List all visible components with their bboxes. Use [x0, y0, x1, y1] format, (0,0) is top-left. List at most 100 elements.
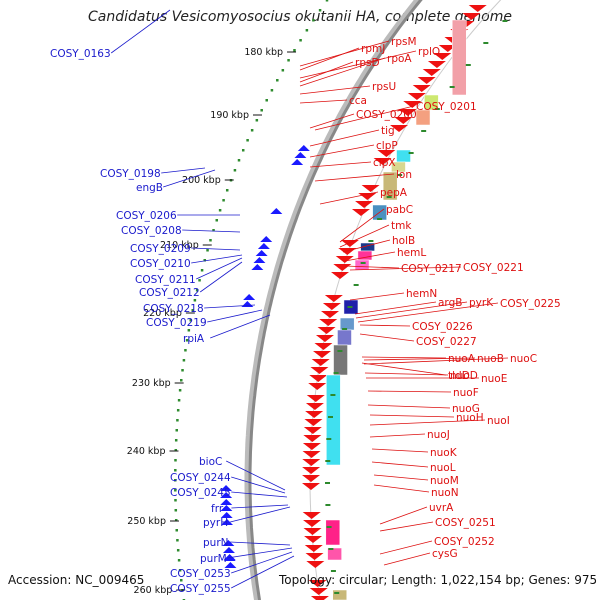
reverse-gene-arrow: [304, 536, 323, 543]
outer-tick-dash: [502, 20, 508, 22]
forward-gene-arrow: [222, 547, 235, 553]
gene-label-cosy-0253: COSY_0253: [170, 568, 231, 580]
gene-label-cosy-0251: COSY_0251: [435, 517, 496, 529]
reverse-gene-arrow: [302, 483, 321, 490]
reverse-gene-arrow: [309, 588, 328, 595]
tick-dot: [198, 279, 201, 282]
tick-label-250-kbp: 250 kbp: [127, 516, 166, 527]
reverse-gene-arrow: [412, 85, 431, 92]
leader-line: [182, 229, 241, 233]
gene-label-heml: hemL: [397, 247, 426, 259]
gene-label-cosy-0210: COSY_0210: [130, 258, 191, 270]
label-layer: COSY_0163COSY_0198engBCOSY_0206COSY_0208…: [50, 36, 561, 595]
leader-line: [199, 261, 243, 293]
tick-dot: [222, 199, 225, 202]
leader-line: [110, 9, 171, 54]
gene-label-nuoj: nuoJ: [427, 429, 450, 441]
tick-dot: [174, 449, 178, 452]
tick-dot: [175, 529, 178, 532]
gene-label-nuom: nuoM: [430, 475, 459, 487]
leader-line: [369, 433, 426, 438]
gene-label-rpsd: rpsD: [355, 57, 380, 69]
leader-line: [226, 460, 286, 491]
forward-gene-arrow: [294, 152, 307, 158]
tick-dot: [265, 99, 268, 102]
forward-gene-arrow: [224, 562, 237, 568]
reverse-gene-arrow: [403, 101, 422, 108]
tick-dot: [178, 569, 182, 572]
outer-tick-dash: [325, 482, 331, 484]
tick-dot: [180, 579, 183, 582]
tick-label-230-kbp: 230 kbp: [132, 378, 171, 389]
reverse-gene-arrow: [319, 319, 338, 326]
leader-line: [161, 167, 206, 174]
backbone-arc: [248, 0, 423, 600]
leader-line: [196, 257, 243, 280]
gene-label-purm: purM: [200, 553, 227, 565]
gene-label-nuob: nuoB: [477, 353, 504, 365]
leader-line: [309, 113, 355, 129]
reverse-gene-arrow: [304, 545, 323, 552]
cog-category-box: [332, 589, 348, 600]
leader-line: [344, 251, 396, 262]
tick-dot: [299, 39, 302, 42]
reverse-gene-arrow: [305, 411, 324, 418]
gene-label-hemn: hemN: [406, 288, 437, 300]
tick-label-220-kbp: 220 kbp: [143, 308, 182, 319]
reverse-gene-arrow: [390, 125, 409, 132]
tick-dot: [189, 319, 192, 322]
leader-line: [299, 47, 360, 71]
gene-label-cosy-0212: COSY_0212: [139, 287, 200, 299]
cog-category-box: [325, 519, 341, 546]
leader-line: [359, 324, 411, 327]
backbone-shadow: [244, 0, 421, 600]
forward-gene-arrow: [291, 159, 304, 165]
gene-label-frr: frr: [211, 503, 224, 515]
tick-dot: [176, 419, 179, 422]
tick-dot: [182, 359, 186, 362]
forward-gene-arrow: [243, 294, 256, 300]
cog-category-box: [327, 547, 342, 561]
forward-gene-arrow: [255, 250, 268, 256]
outer-tick-dash: [342, 328, 348, 330]
forward-gene-arrow: [297, 145, 310, 151]
reverse-gene-arrow: [303, 520, 322, 527]
gene-label-cca: cca: [349, 95, 367, 107]
tick-dot: [175, 429, 178, 432]
gene-label-pyrk: pyrK: [469, 297, 494, 309]
reverse-gene-arrow: [422, 69, 441, 76]
leader-line: [319, 191, 379, 205]
outer-tick-dash: [347, 306, 353, 308]
leader-line: [363, 357, 476, 361]
outer-tick-dash: [465, 64, 471, 66]
gene-label-cosy-0209: COSY_0209: [130, 243, 191, 255]
gene-label-pepa: pepA: [380, 187, 408, 199]
tick-dot: [177, 559, 181, 562]
gene-label-nuoi: nuoI: [487, 415, 510, 427]
gene-label-cosy-0219: COSY_0219: [146, 317, 207, 329]
reverse-gene-arrow: [302, 459, 321, 466]
leader-line: [231, 551, 293, 574]
tick-label-240-kbp: 240 kbp: [127, 446, 166, 457]
leader-line: [371, 461, 429, 468]
outer-tick-dash: [449, 86, 455, 88]
leader-line: [363, 357, 509, 365]
gene-label-nuoh: nuoH: [456, 412, 484, 424]
tick-dot: [174, 439, 178, 442]
leader-line: [367, 390, 452, 393]
forward-gene-arrow: [220, 492, 233, 498]
reverse-gene-arrow: [468, 5, 487, 12]
cog-category-box: [424, 94, 439, 111]
reverse-gene-arrow: [302, 451, 321, 458]
tick-dot: [203, 259, 207, 262]
gene-label-uvra: uvrA: [429, 502, 454, 514]
tick-dot: [174, 479, 177, 482]
leader-line: [231, 476, 286, 494]
gene-label-rplq: rplQ: [418, 46, 440, 58]
outer-tick-dash: [330, 394, 336, 396]
leader-line: [373, 484, 430, 493]
tick-label-210-kbp: 210 kbp: [160, 240, 199, 251]
reverse-gene-arrow: [462, 13, 481, 20]
